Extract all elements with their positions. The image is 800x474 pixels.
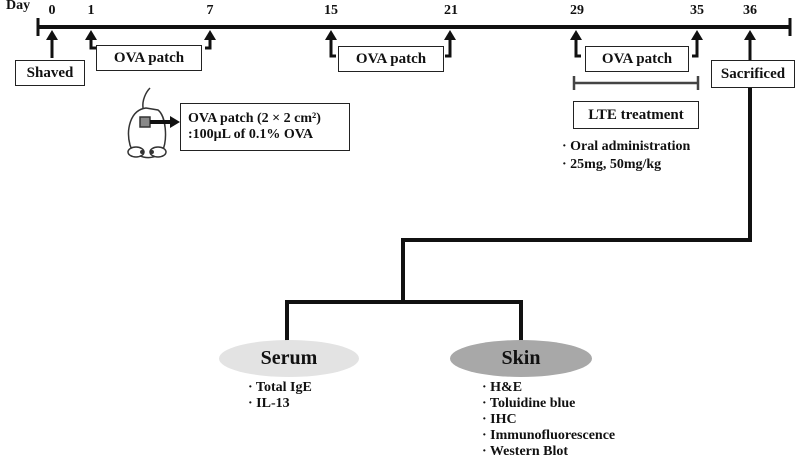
day-35-label: 35: [690, 3, 704, 18]
day-7-label: 7: [206, 3, 214, 18]
day-15-label: 15: [324, 3, 338, 18]
ova-patch-box-3: OVA patch: [585, 46, 689, 72]
serum-list: · Total IgE · IL-13: [248, 380, 312, 412]
day-axis-label: Day: [6, 0, 31, 13]
ova-patch-box-2: OVA patch: [338, 46, 444, 72]
patch-info-box: OVA patch (2 × 2 cm²) :100μL of 0.1% OVA: [180, 103, 350, 151]
skin-item-5: · Western Blot: [482, 444, 569, 459]
serum-item-2: · IL-13: [248, 396, 290, 411]
lte-note-2: · 25mg, 50mg/kg: [562, 157, 662, 172]
day-21-label: 21: [444, 3, 458, 18]
day-1-label: 1: [87, 3, 95, 18]
skin-list: · H&E · Toluidine blue · IHC · Immunoflu…: [482, 380, 615, 460]
skin-item-2: · Toluidine blue: [482, 396, 576, 411]
skin-item-3: · IHC: [482, 412, 517, 427]
skin-oval: Skin: [450, 340, 592, 377]
ova-patch-box-1: OVA patch: [96, 45, 202, 71]
skin-item-4: · Immunofluorescence: [482, 428, 616, 443]
patch-info-line-2: :100μL of 0.1% OVA: [188, 127, 314, 142]
serum-oval: Serum: [219, 340, 359, 377]
day-29-label: 29: [570, 3, 584, 18]
arrow-heads: [46, 30, 756, 40]
lte-treatment-box: LTE treatment: [573, 101, 699, 129]
analysis-tree: [285, 88, 752, 345]
lte-duration-bar: [572, 76, 700, 90]
lte-notes: · Oral administration · 25mg, 50mg/kg: [562, 138, 690, 174]
serum-item-1: · Total IgE: [248, 380, 312, 395]
day-0-label: 0: [48, 3, 56, 18]
sacrificed-box: Sacrificed: [711, 60, 795, 88]
patch-info-line-1: OVA patch (2 × 2 cm²): [188, 111, 321, 126]
skin-item-1: · H&E: [482, 380, 523, 395]
day-36-label: 36: [743, 3, 757, 18]
lte-note-1: · Oral administration: [562, 139, 691, 154]
shaved-box: Shaved: [15, 60, 85, 86]
